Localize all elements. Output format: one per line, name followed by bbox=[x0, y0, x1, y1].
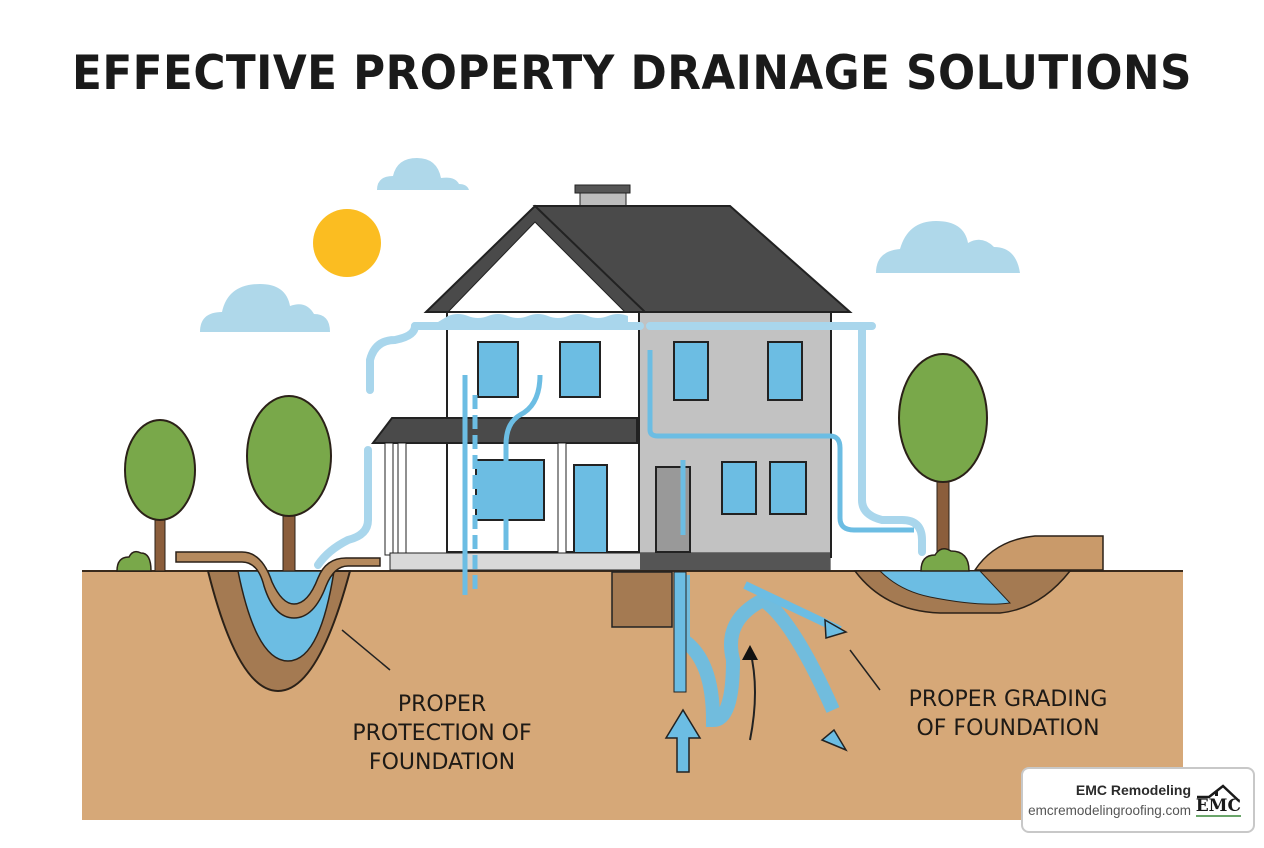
page-title: EFFECTIVE PROPERTY DRAINAGE SOLUTIONS bbox=[72, 46, 1192, 101]
graded-berm bbox=[853, 535, 1104, 614]
label-line: OF FOUNDATION bbox=[916, 716, 1100, 741]
arrow-right-icon bbox=[824, 618, 848, 639]
label-line: PROPER GRADING bbox=[908, 687, 1108, 712]
tree-icon bbox=[898, 353, 988, 572]
label-line: FOUNDATION bbox=[368, 750, 516, 775]
label-line: PROTECTION OF bbox=[352, 721, 532, 746]
brand-logo-text: EMC bbox=[1195, 796, 1241, 817]
arrow-up-icon bbox=[664, 708, 702, 773]
cloud-icon bbox=[200, 158, 1020, 332]
brand-name: EMC Remodeling bbox=[1075, 782, 1191, 798]
house bbox=[370, 184, 853, 571]
brand-badge[interactable]: EMC Remodeling emcremodelingroofing.com … bbox=[1021, 767, 1255, 833]
water-flow-lines bbox=[462, 350, 914, 728]
house-roof-icon bbox=[1197, 784, 1240, 802]
label-foundation-grading: PROPER GRADING OF FOUNDATION bbox=[888, 685, 1128, 743]
gutter-system bbox=[314, 322, 926, 569]
drainage-swale bbox=[175, 551, 381, 693]
brand-url[interactable]: emcremodelingroofing.com bbox=[1028, 803, 1191, 818]
label-line: PROPER bbox=[397, 692, 487, 717]
arrow-down-right-icon bbox=[820, 728, 848, 752]
label-foundation-protection: PROPER PROTECTION OF FOUNDATION bbox=[322, 690, 562, 777]
tree-icon bbox=[116, 395, 332, 572]
sun-icon bbox=[313, 209, 381, 277]
